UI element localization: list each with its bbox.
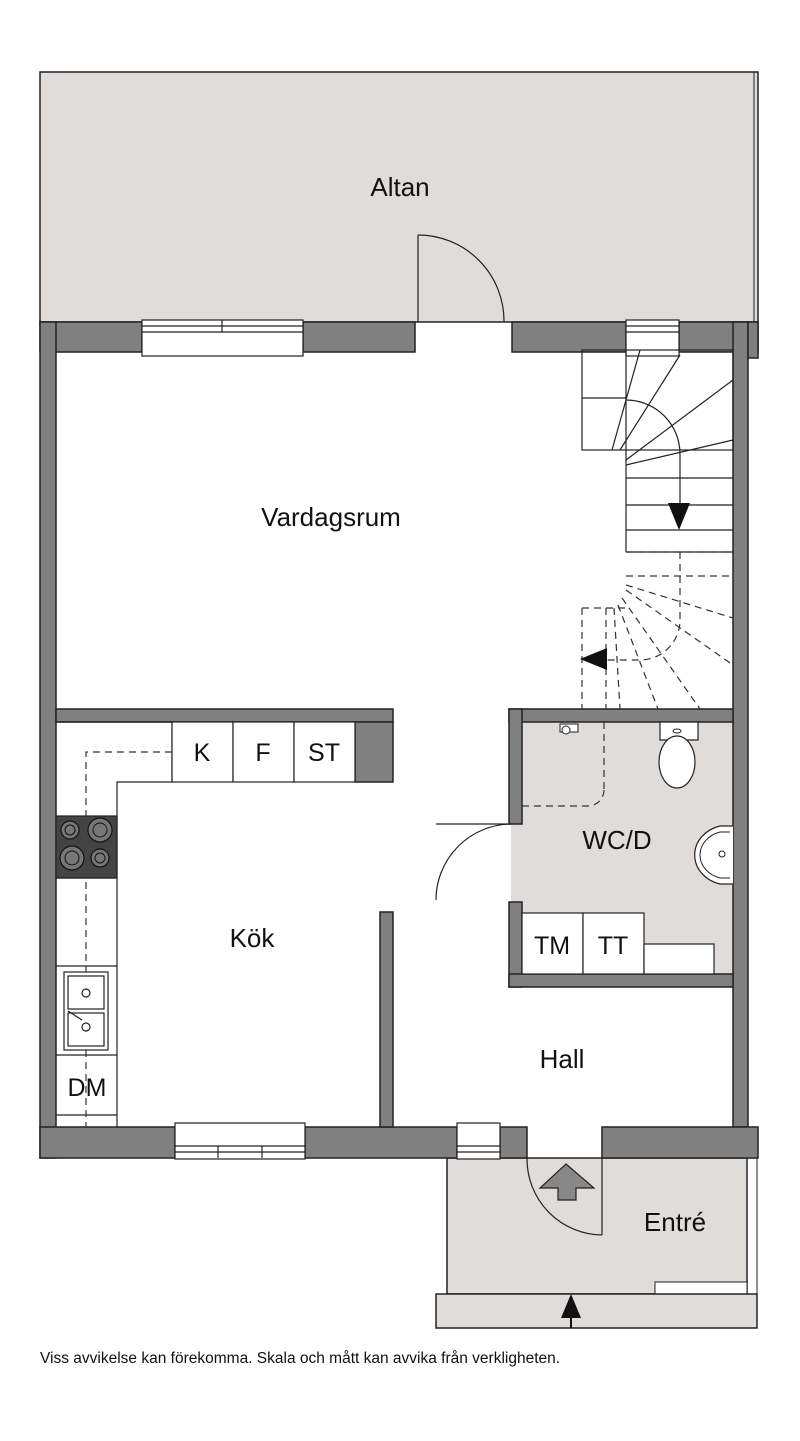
- entry-arrow-icon: [561, 1294, 581, 1328]
- fridge-label: K: [194, 739, 211, 767]
- terrace-area: [39, 71, 759, 323]
- freezer-label: F: [255, 739, 270, 767]
- toilet: [658, 721, 699, 789]
- staircase: [580, 349, 734, 710]
- kitchen-counters: [56, 721, 173, 1127]
- room-label-kok: Kök: [230, 923, 276, 953]
- entrance-area: [435, 1157, 758, 1329]
- kitchen-appliances: K F ST: [171, 721, 356, 783]
- stair-arrow-down: [668, 503, 690, 530]
- storage-label: ST: [308, 739, 340, 767]
- entrance-arrow-icon: [538, 1163, 596, 1201]
- laundry-appliances: TM TT: [521, 912, 715, 975]
- disclaimer-text: Viss avvikelse kan förekomma. Skala och …: [40, 1350, 561, 1367]
- room-label-altan: Altan: [370, 172, 429, 202]
- shower: [522, 722, 605, 807]
- room-label-hall: Hall: [540, 1044, 585, 1074]
- room-label-vardagsrum: Vardagsrum: [261, 502, 401, 532]
- room-label-entre: Entré: [644, 1207, 706, 1237]
- washer-label: TM: [534, 932, 570, 960]
- washbasin: [694, 825, 733, 885]
- dishwasher-label: DM: [68, 1074, 107, 1102]
- room-label-wc: WC/D: [582, 825, 651, 855]
- stair-arrow-left: [580, 648, 607, 670]
- doors: [417, 234, 603, 1236]
- kitchen-sink: [63, 971, 109, 1051]
- dryer-label: TT: [598, 932, 629, 960]
- stove: [55, 815, 118, 879]
- outer-walls: [39, 321, 759, 1159]
- inner-walls: [55, 708, 734, 1128]
